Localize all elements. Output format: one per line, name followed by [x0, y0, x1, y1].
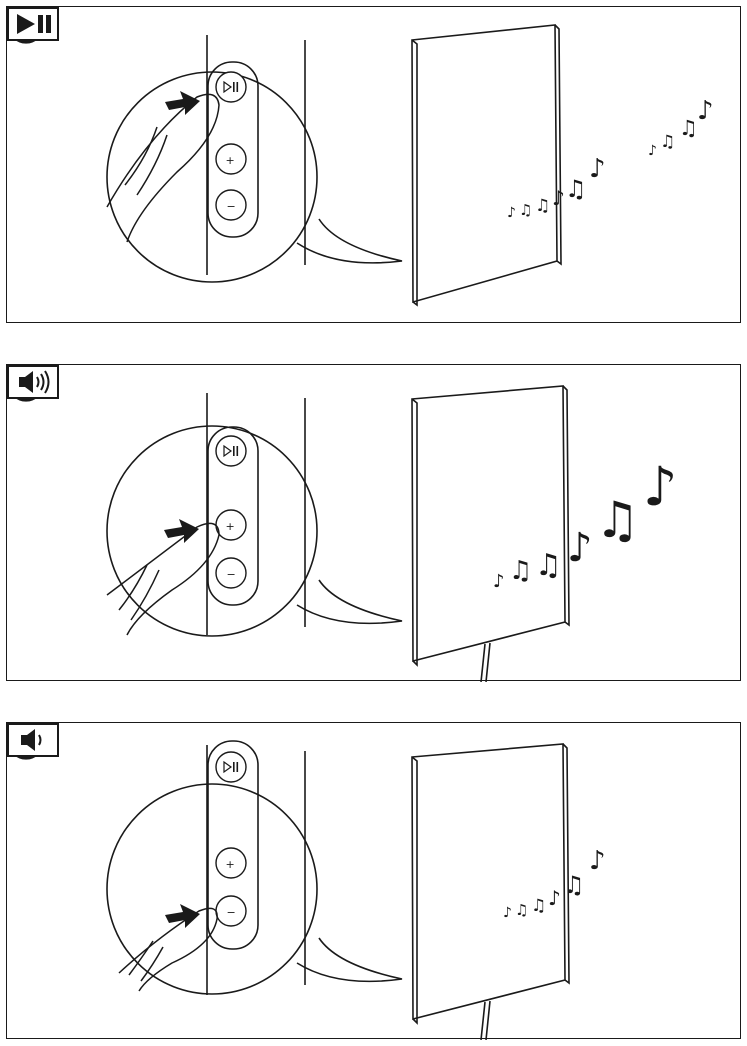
svg-text:−: − [227, 200, 236, 213]
svg-text:♫: ♫ [535, 548, 562, 583]
magnifier-circle [106, 425, 318, 637]
finger [106, 93, 220, 243]
svg-text:♫: ♫ [531, 896, 546, 916]
svg-text:♫: ♫ [565, 175, 587, 203]
svg-text:+: + [226, 154, 235, 167]
svg-text:♪: ♪ [507, 205, 516, 221]
illustration-volume-up: + − ♪ ♫ ♫ ♪ ♫ ♪ [106, 385, 677, 682]
music-notes-icon: ♪ ♫ ♫ ♪ ♫ ♪ [493, 455, 677, 592]
svg-text:♪: ♪ [552, 186, 565, 210]
finger [118, 907, 218, 992]
svg-text:−: − [227, 906, 236, 919]
svg-text:−: − [227, 568, 236, 581]
illustration-play-pause: + − ♪ ♫ ♫ ♪ ♫ ♪ ♪ ♫ ♫ ♪ [106, 24, 714, 307]
speaker-panel [411, 743, 566, 1021]
svg-text:♫: ♫ [679, 116, 698, 140]
button-column [207, 61, 259, 238]
svg-text:♫: ♫ [563, 871, 585, 899]
svg-text:♫: ♫ [515, 901, 528, 919]
press-arrow [165, 91, 200, 115]
play-pause-icon [7, 7, 59, 41]
speaker-panel [411, 24, 558, 304]
panel-play-pause: + − ♪ ♫ ♫ ♪ ♫ ♪ ♪ ♫ ♫ ♪ [6, 6, 741, 323]
volume-up-button [215, 847, 247, 879]
svg-text:+: + [226, 520, 235, 533]
button-column [207, 426, 259, 606]
finger [106, 522, 220, 636]
svg-text:♫: ♫ [595, 491, 640, 549]
svg-text:♪: ♪ [697, 96, 714, 126]
svg-text:♫: ♫ [509, 556, 532, 586]
magnifier-circle [106, 783, 318, 995]
svg-text:♪: ♪ [643, 455, 677, 518]
power-cable [480, 643, 486, 682]
svg-text:♪: ♪ [589, 154, 606, 184]
svg-text:+: + [226, 858, 235, 871]
svg-text:♪: ♪ [567, 525, 593, 571]
play-glyph [223, 80, 233, 94]
button-column [207, 740, 259, 950]
svg-text:♫: ♫ [660, 132, 675, 152]
svg-text:♪: ♪ [503, 905, 512, 921]
press-arrow [164, 519, 199, 543]
illustration-volume-down: + − ♪ ♫ ♫ ♪ ♫ ♪ [106, 740, 606, 1040]
volume-down-button [215, 557, 247, 589]
svg-text:♪: ♪ [589, 846, 606, 876]
speaker-loud-icon [7, 365, 59, 399]
power-cable [480, 1001, 486, 1040]
svg-text:♪: ♪ [548, 886, 561, 910]
volume-down-button [215, 189, 247, 221]
svg-text:♫: ♫ [519, 201, 532, 219]
music-notes-icon: ♪ ♫ ♫ ♪ ♫ ♪ ♪ ♫ ♫ ♪ [507, 96, 714, 221]
svg-text:♫: ♫ [535, 196, 550, 216]
panel-volume-up: + − ♪ ♫ ♫ ♪ ♫ ♪ [6, 364, 741, 682]
svg-text:♪: ♪ [648, 143, 657, 159]
magnifier-circle [106, 71, 318, 283]
svg-text:♪: ♪ [493, 571, 505, 592]
volume-up-button [215, 143, 247, 175]
speaker-panel [411, 385, 566, 663]
press-arrow [165, 904, 200, 928]
speaker-quiet-icon [7, 723, 59, 757]
panel-volume-down: + − ♪ ♫ ♫ ♪ ♫ ♪ [6, 722, 741, 1040]
music-notes-icon: ♪ ♫ ♫ ♪ ♫ ♪ [503, 846, 606, 921]
